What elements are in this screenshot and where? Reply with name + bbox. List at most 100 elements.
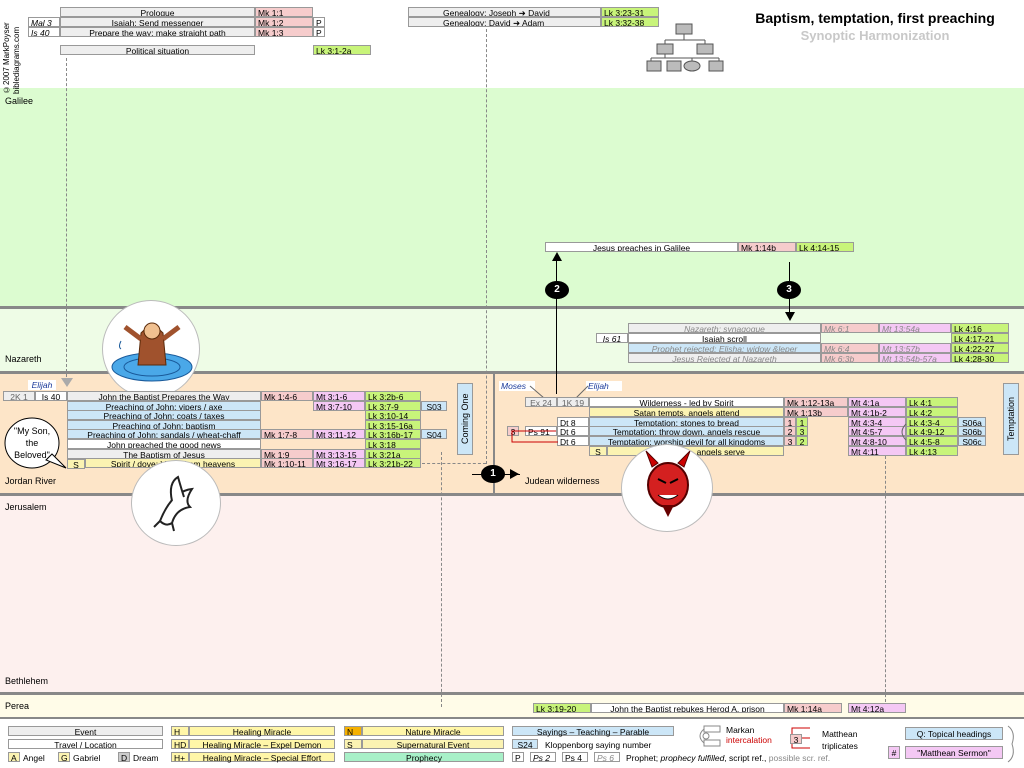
k19-ref: 1K 19: [557, 397, 589, 407]
nazareth-synagogue: Nazareth: synagogue: [628, 323, 821, 333]
jordan-divider: [493, 374, 495, 493]
arrow-right-icon: [510, 469, 519, 479]
legend-ps4: Ps 4: [562, 752, 588, 763]
devil-icon: [621, 444, 713, 532]
satan-mk: Mk 1:13b: [784, 407, 848, 417]
legend-triplicates: triplicates: [822, 741, 858, 751]
legend-p: P: [512, 752, 524, 763]
intercalation-icon: [699, 725, 721, 747]
jordan-row-lk: Lk 3:21b-22: [365, 458, 421, 469]
legend-special: Healing Miracle – Special Effort: [189, 752, 335, 763]
p1: P: [313, 17, 325, 27]
throw-lk: Lk 4:9-12: [906, 426, 958, 436]
jordan-row-mt: Mt 3:11-12: [313, 429, 365, 440]
worship-mk-num: 3: [784, 436, 796, 446]
ex24-ref: Ex 24: [525, 397, 557, 407]
isaiah-send-mk: Mk 1:2: [255, 17, 313, 27]
genealogy1-lk: Lk 3:23-31: [601, 7, 659, 17]
worship-mt: Mt 4:8-10: [848, 436, 906, 446]
scroll-lk: Lk 4:17-21: [951, 333, 1009, 343]
copyright-text: ©2007 MarkPoyser biblediagrams.com: [2, 22, 21, 94]
jordan-row-mk: Mk 1:4-6: [261, 391, 313, 401]
jordan-row-title: Preaching of John: sandals / wheat-chaff: [67, 429, 261, 440]
dt6b: Dt 6: [557, 436, 589, 446]
arrow-line-2: [556, 258, 557, 394]
wilderness-spirit: Wilderness - led by Spirit: [589, 397, 784, 407]
legend-angel: Angel: [23, 753, 45, 763]
rejected-lk: Lk 4:28-30: [951, 353, 1009, 363]
legend-gabriel: Gabriel: [73, 753, 101, 763]
devil-lk: Lk 4:13: [906, 446, 958, 456]
arrow-right-icon: ➜: [518, 8, 526, 17]
jordan-row-title: Preaching of John: vipers / axe: [67, 400, 261, 411]
legend-d: D: [118, 752, 130, 763]
prologue: Prologue: [60, 7, 255, 17]
jordan-row-mk: Mk 1:7-8: [261, 429, 313, 440]
separator-galilee-nazareth: [0, 306, 1024, 309]
step-1: 1: [481, 465, 505, 483]
jordan-row-mt: Mt 3:13-15: [313, 448, 365, 459]
jordan-row-title: John preached the good news: [67, 439, 261, 449]
separator-nazareth-jordan: [0, 371, 1024, 374]
prophet-rejected: Prophet rejected: Elisha: widow &leper: [628, 343, 821, 353]
jordan-row-lk: Lk 3:18: [365, 439, 421, 449]
perea-lk: Lk 3:19-20: [533, 703, 591, 713]
moses-label: Moses: [499, 381, 535, 391]
arrow-right-icon: ➜: [512, 18, 521, 27]
john-baptist-icon: [102, 300, 200, 398]
synagogue-mk: Mk 6:1: [821, 323, 879, 333]
isaiah-send: Isaiah: Send messenger: [60, 17, 255, 27]
rejected-elisha-lk: Lk 4:22-27: [951, 343, 1009, 353]
prologue-mk: Mk 1:1: [255, 7, 313, 17]
legend-healing: Healing Miracle: [189, 726, 335, 737]
step-3: 3: [777, 281, 801, 299]
legend-demon: Healing Miracle – Expel Demon: [189, 739, 335, 750]
jordan-row-lk: Lk 3:16b-17: [365, 429, 421, 440]
legend-prophecy: Prophecy: [344, 752, 504, 763]
connector-lines: [529, 385, 589, 399]
genealogy-joseph: Genealogy: Joseph ➜ David: [408, 7, 601, 17]
region-jordan: Jordan River: [5, 476, 57, 486]
legend-markan: Markan: [726, 725, 755, 735]
swap-arc: [901, 423, 907, 441]
legend-sermon: "Matthean Sermon": [905, 746, 1003, 759]
s06b: S06b: [958, 426, 986, 436]
org-chart-icon: [646, 23, 724, 72]
wild-mt: Mt 4:1a: [848, 397, 906, 407]
temptation-throw: Temptation: throw down, angels rescue: [589, 426, 784, 436]
tab-coming-one[interactable]: Coming One: [457, 383, 473, 455]
tab-temptation[interactable]: Temptation: [1003, 383, 1019, 455]
dashed-link: [422, 463, 486, 464]
supernatural-tag: S: [67, 459, 85, 469]
political-situation: Political situation: [60, 45, 255, 55]
legend-matthean: Matthean: [822, 729, 858, 739]
legend-h: H: [171, 726, 189, 737]
satan-tempts: Satan tempts, angels attend: [589, 407, 784, 417]
preach-lk: Lk 4:14-15: [796, 242, 854, 252]
dove-icon: [131, 460, 221, 546]
region-galilee: Galilee: [5, 96, 34, 106]
jordan-row-lk: Lk 3:15-16a: [365, 419, 421, 430]
jordan-row-title: The Baptism of Jesus: [67, 448, 261, 459]
dashed-line-perea-mt: [885, 456, 886, 707]
is40-ref: Is 40: [35, 391, 67, 401]
jordan-row-title: Preaching of John: baptism: [67, 419, 261, 430]
genealogy-david: Genealogy: David ➜ Adam: [408, 17, 601, 27]
legend-super: Supernatural Event: [362, 739, 504, 750]
jordan-row-title: Preaching of John: coats / taxes: [67, 410, 261, 421]
wild-mk: Mk 1:12-13a: [784, 397, 848, 407]
page-title: Baptism, temptation, first preaching: [755, 10, 995, 26]
speech-bubble: [4, 417, 67, 469]
jordan-row-mk: Mk 1:9: [261, 448, 313, 459]
separator-jordan-jerusalem: [0, 493, 1024, 496]
dashed-line-perea: [441, 452, 442, 707]
legend-hd: HD: [171, 739, 189, 750]
rejected-mt: Mt 13:54b-57a: [879, 353, 951, 363]
region-bethlehem: Bethlehem: [5, 676, 49, 686]
synagogue-lk: Lk 4:16: [951, 323, 1009, 333]
temptation-worship: Temptation: worship devil for all kingdo…: [589, 436, 784, 446]
voice-quote: "My Son, the Beloved": [13, 426, 51, 460]
elijah-judean-label: Elijah: [586, 381, 622, 391]
devil-s-tag: S: [589, 446, 607, 456]
legend-hplus: H+: [171, 752, 189, 763]
